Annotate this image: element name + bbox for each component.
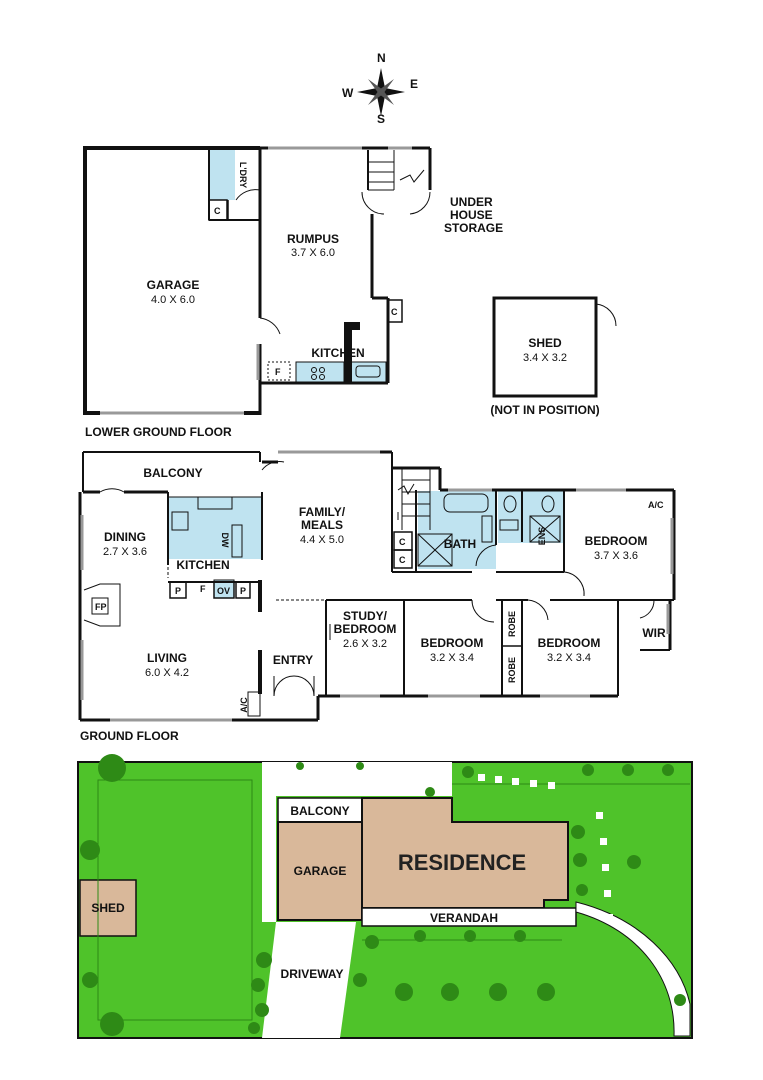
compass-rose: N E S W — [342, 51, 418, 126]
bedroom-3-dim: 3.2 X 3.4 — [547, 652, 591, 664]
family-label-1: FAMILY/ — [299, 505, 346, 519]
dining-label: DINING — [104, 530, 146, 544]
pantry-label-1: P — [175, 586, 181, 596]
family-dim: 4.4 X 5.0 — [300, 534, 344, 546]
under-storage-label-3: STORAGE — [444, 221, 503, 235]
lower-f-label: F — [275, 367, 281, 377]
lower-ground-floor — [83, 146, 432, 415]
laundry-label: L'DRY — [238, 162, 248, 188]
lower-kitchen-label: KITCHEN — [311, 346, 364, 360]
driveway-label: DRIVEWAY — [281, 967, 344, 981]
bedroom-1-dim: 3.7 X 3.6 — [594, 550, 638, 562]
robe-label-1: ROBE — [507, 611, 517, 637]
under-storage-label-1: UNDER — [450, 195, 493, 209]
family-label-2: MEALS — [301, 518, 343, 532]
site-shed-label: SHED — [91, 901, 125, 915]
lower-c-label: C — [391, 307, 398, 317]
robe-label-2: ROBE — [507, 657, 517, 683]
living-dim: 6.0 X 4.2 — [145, 667, 189, 679]
entry-label: ENTRY — [273, 653, 313, 667]
ground-floor — [78, 450, 676, 722]
pantry-label-2: P — [240, 586, 246, 596]
ground-floor-title: GROUND FLOOR — [80, 729, 179, 743]
bedroom-3-label: BEDROOM — [538, 636, 601, 650]
shed-note: (NOT IN POSITION) — [490, 403, 599, 417]
bedroom-2-dim: 3.2 X 3.4 — [430, 652, 474, 664]
dishwasher-label: DW — [220, 533, 230, 548]
rumpus-dim: 3.7 X 6.0 — [291, 247, 335, 259]
ground-c-label-2: C — [399, 555, 406, 565]
compass-s: S — [377, 112, 385, 126]
fireplace-label: FP — [95, 602, 107, 612]
site-balcony-label: BALCONY — [290, 804, 349, 818]
oven-label: OV — [217, 586, 230, 596]
shed-dim: 3.4 X 3.2 — [523, 352, 567, 364]
compass-n: N — [377, 51, 386, 65]
fridge-label: F — [200, 584, 206, 594]
under-storage-label-2: HOUSE — [450, 208, 493, 222]
ensuite-label: ENS — [537, 527, 547, 546]
shed-label: SHED — [528, 336, 562, 350]
ac-label-bedroom: A/C — [648, 500, 664, 510]
dining-dim: 2.7 X 3.6 — [103, 546, 147, 558]
verandah-label: VERANDAH — [430, 911, 498, 925]
wir-label: WIR — [642, 626, 666, 640]
bedroom-1-label: BEDROOM — [585, 534, 648, 548]
laundry-c-label: C — [214, 206, 221, 216]
lower-garage-dim: 4.0 X 6.0 — [151, 294, 195, 306]
lower-garage-label: GARAGE — [147, 278, 200, 292]
ground-balcony-label: BALCONY — [143, 466, 202, 480]
site-garage-label: GARAGE — [294, 864, 347, 878]
compass-e: E — [410, 77, 418, 91]
living-label: LIVING — [147, 651, 187, 665]
bedroom-2-label: BEDROOM — [421, 636, 484, 650]
study-label-2: BEDROOM — [334, 622, 397, 636]
study-dim: 2.6 X 3.2 — [343, 638, 387, 650]
bath-label: BATH — [444, 537, 476, 551]
study-label-1: STUDY/ — [343, 609, 388, 623]
site-plan — [77, 754, 693, 1039]
ground-kitchen-label: KITCHEN — [176, 558, 229, 572]
ground-c-label-1: C — [399, 537, 406, 547]
shed-plan — [492, 296, 617, 398]
lower-floor-title: LOWER GROUND FLOOR — [85, 425, 232, 439]
residence-label: RESIDENCE — [398, 850, 526, 875]
rumpus-label: RUMPUS — [287, 232, 339, 246]
compass-w: W — [342, 86, 354, 100]
ac-label-living: A/C — [239, 697, 249, 713]
